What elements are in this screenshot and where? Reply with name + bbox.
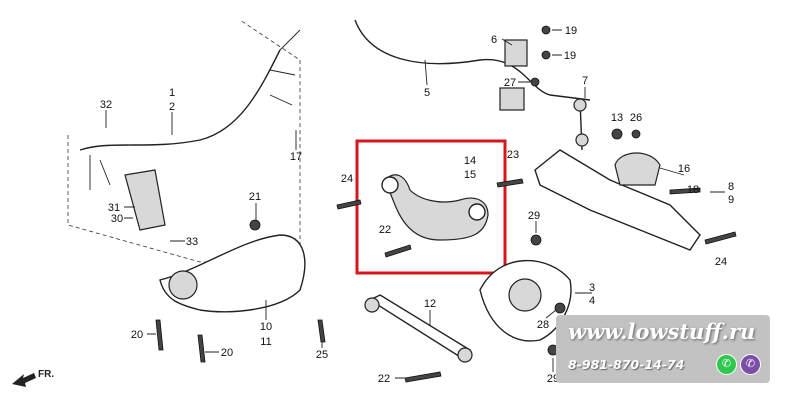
callout: 28 xyxy=(537,319,549,331)
bolt-21 xyxy=(249,219,261,231)
callout: 27 xyxy=(504,77,516,89)
watermark-url: www.lowstuff.ru xyxy=(568,319,756,344)
callout: 1 xyxy=(169,87,175,99)
stabilizer-bushing-2 xyxy=(499,87,525,111)
nut-19a xyxy=(541,25,551,35)
harness-group-outline xyxy=(67,19,301,263)
spring-seat xyxy=(614,152,661,186)
callout: 11 xyxy=(260,336,271,348)
callout: 6 xyxy=(491,34,497,46)
nut-29-upper xyxy=(530,234,542,246)
stabilizer-bushing xyxy=(504,39,528,67)
callout: 2 xyxy=(169,101,175,113)
bolt-25 xyxy=(317,319,326,343)
callout: 25 xyxy=(316,349,328,361)
link-joint-top xyxy=(573,98,587,112)
callout: 29 xyxy=(528,210,540,222)
lower-link xyxy=(368,294,471,362)
link-joint-bottom xyxy=(575,133,589,147)
bolt-20b xyxy=(197,334,206,363)
callout: 14 xyxy=(464,155,476,167)
bushing-13 xyxy=(611,128,623,140)
callout: 7 xyxy=(582,75,588,87)
callout: 10 xyxy=(260,321,272,333)
wiring-harness xyxy=(79,49,281,151)
callout: 30 xyxy=(111,213,123,225)
callout: 33 xyxy=(186,236,198,248)
harness-branches xyxy=(89,29,301,190)
callout: 22 xyxy=(379,224,391,236)
direction-label: FR. xyxy=(38,369,54,380)
watermark-phone: 8-981-870-14-74 xyxy=(568,357,685,372)
stabilizer-bar xyxy=(354,19,591,101)
nut-26 xyxy=(631,129,641,139)
trailing-arm-bushing xyxy=(168,270,198,300)
callout: 18 xyxy=(687,184,699,196)
arm-bushing-rear xyxy=(468,203,486,221)
bolt-22-lower xyxy=(404,371,442,383)
callout: 9 xyxy=(728,194,734,206)
leader-lines xyxy=(105,29,725,379)
callout: 32 xyxy=(100,99,112,111)
callout: 17 xyxy=(290,151,302,163)
callout: 23 xyxy=(507,149,519,161)
bolt-24-left xyxy=(336,199,362,210)
arrow-icon: FR. xyxy=(12,369,54,387)
whatsapp-icon: ✆ xyxy=(716,354,737,375)
callout: 16 xyxy=(678,163,690,175)
callout: 19 xyxy=(565,25,577,37)
bolt-24-right xyxy=(704,231,737,245)
callout: 3 xyxy=(589,282,595,294)
arm-bushing-front xyxy=(381,176,399,194)
nut-27 xyxy=(530,77,540,87)
callout: 20 xyxy=(131,329,143,341)
callout: 26 xyxy=(630,112,642,124)
lower-arm-right xyxy=(534,149,701,251)
callout: 20 xyxy=(221,347,233,359)
hub xyxy=(508,278,542,312)
callout: 24 xyxy=(341,173,353,185)
callout: 22 xyxy=(378,373,390,385)
callout: 13 xyxy=(611,112,623,124)
callout: 19 xyxy=(564,50,576,62)
nut-19b xyxy=(541,50,551,60)
highlight-box xyxy=(355,139,507,275)
bolt-20a xyxy=(155,319,164,351)
callout: 8 xyxy=(728,181,734,193)
callout: 21 xyxy=(249,191,261,203)
bolt-22-upper xyxy=(384,244,412,258)
harness-bracket xyxy=(124,169,166,231)
link-bushing-a xyxy=(364,297,380,313)
callout: 4 xyxy=(589,295,595,307)
callout: 5 xyxy=(424,87,430,99)
upper-control-arm xyxy=(384,174,489,241)
bolt-23 xyxy=(496,178,524,188)
trailing-arm xyxy=(159,234,306,313)
nut-28 xyxy=(554,302,566,314)
link-bushing-b xyxy=(457,347,473,363)
front-direction-indicator: FR. xyxy=(10,364,60,395)
callout: 24 xyxy=(715,256,727,268)
callout: 15 xyxy=(464,169,476,181)
viber-icon: ✆ xyxy=(740,354,761,375)
watermark-banner: www.lowstuff.ru 8-981-870-14-74 ✆ ✆ xyxy=(556,315,770,383)
callout: 31 xyxy=(108,202,120,214)
callout: 12 xyxy=(424,298,436,310)
